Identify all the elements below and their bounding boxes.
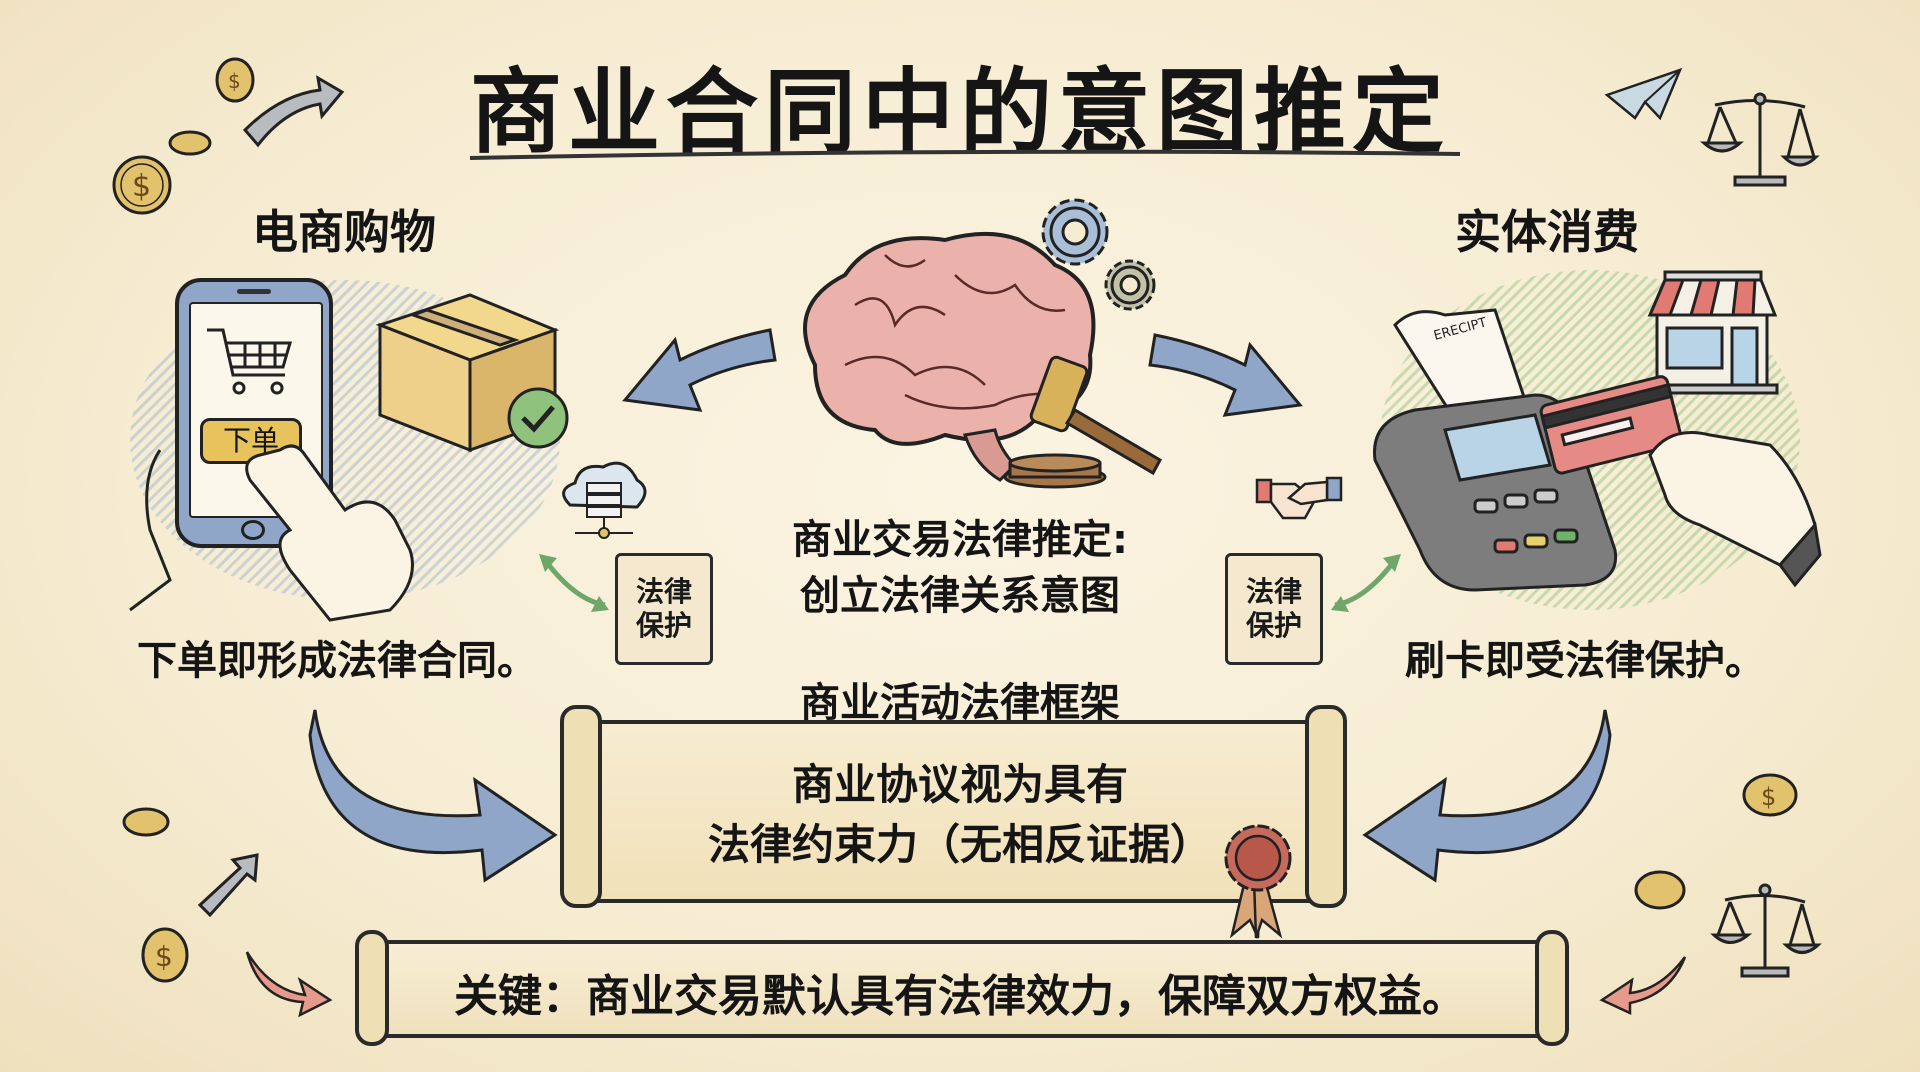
- key-banner: [370, 940, 1558, 1038]
- mini-scroll-line: 法律: [635, 575, 692, 608]
- wax-seal-icon: [1224, 824, 1292, 939]
- framework-scroll: [575, 720, 1343, 903]
- key-banner-text: 关键：商业交易默认具有法律效力，保障双方权益。: [454, 971, 1466, 1022]
- package-box-icon: [375, 293, 560, 453]
- coin-icon: $: [122, 807, 189, 983]
- paper-plane-icon: [1604, 67, 1683, 121]
- page-title: 商业合同中的意图推定: [469, 59, 1450, 166]
- scroll-roll-left: [355, 930, 389, 1046]
- storefront-icon: [1645, 270, 1779, 395]
- framework-line-1: 商业协议视为具有: [791, 760, 1128, 809]
- brain-icon: [803, 231, 1096, 482]
- curved-arrow-icon: [308, 709, 558, 883]
- scroll-roll-right: [1535, 930, 1569, 1046]
- curved-arrow-icon: [242, 75, 345, 148]
- scroll-roll-right: [1305, 705, 1347, 908]
- handshake-icon: [1255, 476, 1343, 520]
- gavel-icon: [1003, 355, 1163, 489]
- curved-arrow-icon: [197, 853, 259, 918]
- ecommerce-caption: 下单即形成法律合同。: [137, 638, 537, 684]
- svg-text:$: $: [132, 169, 151, 204]
- mini-scroll-line: 保护: [635, 609, 692, 642]
- credit-card-icon: [1539, 375, 1683, 475]
- in-store-caption: 刷卡即受法律保护。: [1405, 638, 1765, 684]
- curved-arrow-icon: [245, 951, 333, 1018]
- double-arrow-icon: [539, 554, 609, 612]
- framework-label: 商业活动法律框架: [800, 680, 1120, 726]
- coin-icon: $ $: [112, 57, 255, 215]
- gear-icon: [1041, 198, 1156, 311]
- coin-icon: $: [1634, 773, 1798, 910]
- curved-arrow-icon: [622, 328, 777, 412]
- scroll-roll-left: [560, 705, 602, 908]
- scales-of-justice-icon: [1710, 883, 1822, 978]
- in-store-heading: 实体消费: [1455, 205, 1639, 259]
- center-line-2: 创立法律关系意图: [800, 573, 1120, 619]
- svg-text:$: $: [155, 940, 173, 973]
- ecommerce-heading: 电商购物: [252, 205, 436, 259]
- mini-scroll-line: 法律: [1245, 575, 1302, 608]
- scales-of-justice-icon: [1700, 92, 1820, 187]
- legal-protection-scroll-right: 法律 保护: [1225, 553, 1323, 665]
- curved-arrow-icon: [1362, 709, 1612, 883]
- framework-line-2: 法律约束力（无相反证据）: [707, 820, 1212, 869]
- legal-protection-scroll-left: 法律 保护: [615, 553, 713, 665]
- title-underline: [469, 149, 1461, 160]
- center-line-1: 商业交易法律推定:: [792, 517, 1128, 563]
- curved-arrow-icon: [1599, 956, 1687, 1015]
- shopping-cart-icon: [207, 328, 292, 395]
- checkmark-icon: [507, 387, 569, 449]
- curved-arrow-icon: [1148, 333, 1303, 417]
- svg-text:$: $: [1761, 783, 1776, 811]
- hand-icon: [1648, 431, 1822, 588]
- double-arrow-icon: [1331, 554, 1401, 612]
- mini-scroll-line: 保护: [1245, 609, 1302, 642]
- framework-statement: 商业协议视为具有 法律约束力（无相反证据）: [575, 755, 1345, 875]
- center-statement: 商业交易法律推定: 创立法律关系意图: [700, 512, 1220, 624]
- cloud-server-icon: [562, 461, 647, 539]
- hand-icon: [129, 444, 414, 622]
- svg-text:$: $: [228, 69, 241, 93]
